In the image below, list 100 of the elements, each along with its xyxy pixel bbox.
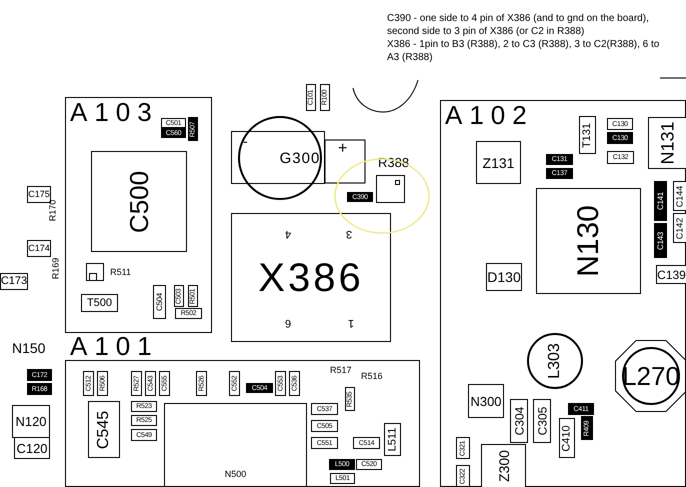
component-footprint [91,151,187,252]
component-footprint [481,444,526,487]
component-label: R170 [48,200,58,222]
component-footprint [27,240,51,257]
component-footprint [568,403,594,415]
component-footprint [456,437,470,459]
component-footprint [654,223,667,258]
component-label: D130 [487,270,521,284]
pin-number: 4 [285,228,292,239]
component-label: C143 [656,232,664,250]
component-footprint [161,118,186,128]
component-label: L270 [622,363,680,389]
component-footprint [306,84,316,111]
component-label: C410 [562,424,572,452]
component-footprint [81,294,118,312]
component-footprint [311,420,338,432]
component-footprint [196,371,207,396]
component-footprint [131,429,157,441]
component-label: C144 [676,185,684,207]
component-label: C139 [657,268,686,280]
component-footprint [275,371,286,396]
component-label: N300 [470,394,502,408]
polarity-mark: - [243,134,248,148]
component-footprint [673,213,686,243]
note-text: C390 - one side to 4 pin of X386 (and to gnd on the board), second side to 3 pin of X386 (or C2 in R388) [387,12,650,38]
battery-footprint [231,116,325,200]
component-footprint [468,384,504,418]
component-footprint [581,416,593,440]
component-label: N120 [15,415,47,428]
board-area [65,97,212,333]
component-footprint [174,285,184,307]
component-footprint [329,459,355,470]
component-footprint [345,387,355,411]
component-footprint [159,371,170,396]
component-footprint [559,418,575,458]
component-footprint [648,117,686,169]
component-footprint [347,192,373,202]
board-area [440,100,686,487]
component-footprint [86,263,131,281]
component-footprint [161,128,186,138]
component-footprint [27,369,52,381]
component-label: C120 [16,442,48,454]
component-footprint [607,118,633,130]
component-label: L303 [547,343,563,379]
component-label: C504 [156,293,164,311]
area-label: A101 [70,333,159,359]
component-label: L511 [387,428,398,452]
component-footprint [607,132,633,144]
connector-footprint [231,213,391,342]
pin-number: 1 [348,317,354,328]
component-footprint [27,186,51,203]
component-footprint [12,405,50,438]
component-footprint [0,273,28,290]
component-footprint [131,401,157,412]
component-footprint [356,459,382,470]
component-label: C175 [28,190,50,199]
ic-footprint [164,403,307,487]
component-footprint [656,265,686,284]
component-footprint [311,437,338,449]
component-footprint [311,403,338,415]
component-label: R517 [330,366,352,375]
pin-number: 6 [285,317,292,328]
component-footprint [131,371,142,396]
component-footprint [188,285,198,307]
component-footprint [131,415,157,426]
component-footprint [97,371,108,396]
component-label: C304 [513,406,525,436]
component-footprint [27,383,52,395]
component-label: Z131 [482,156,514,170]
component-footprint [546,154,573,165]
component-label: C545 [96,410,112,449]
component-footprint [510,399,528,443]
component-footprint [83,371,94,396]
component-footprint [654,181,667,221]
area-label: A102 [445,102,534,128]
component-label: T500 [86,298,112,308]
component-label: C174 [28,244,50,253]
pin-number: 3 [346,228,352,239]
component-footprint [353,437,380,449]
component-label: G300 [280,150,320,166]
component-footprint [607,151,634,164]
component-footprint [175,308,202,319]
component-label: N131 [658,121,676,165]
component-footprint [456,465,470,487]
component-footprint [476,141,521,184]
component-footprint [486,263,522,291]
component-label: C141 [656,192,664,210]
component-label: N130 [574,205,604,277]
component-footprint [14,437,50,459]
component-footprint [384,423,401,456]
component-label: C173 [0,276,28,287]
component-label: N150 [12,341,46,355]
component-label: C142 [676,217,684,239]
component-footprint [536,188,641,294]
polarity-mark: + [338,141,348,157]
component-footprint [673,181,686,211]
component-footprint [579,116,596,154]
component-footprint [289,371,300,396]
component-footprint [229,371,240,396]
component-footprint [533,399,551,443]
